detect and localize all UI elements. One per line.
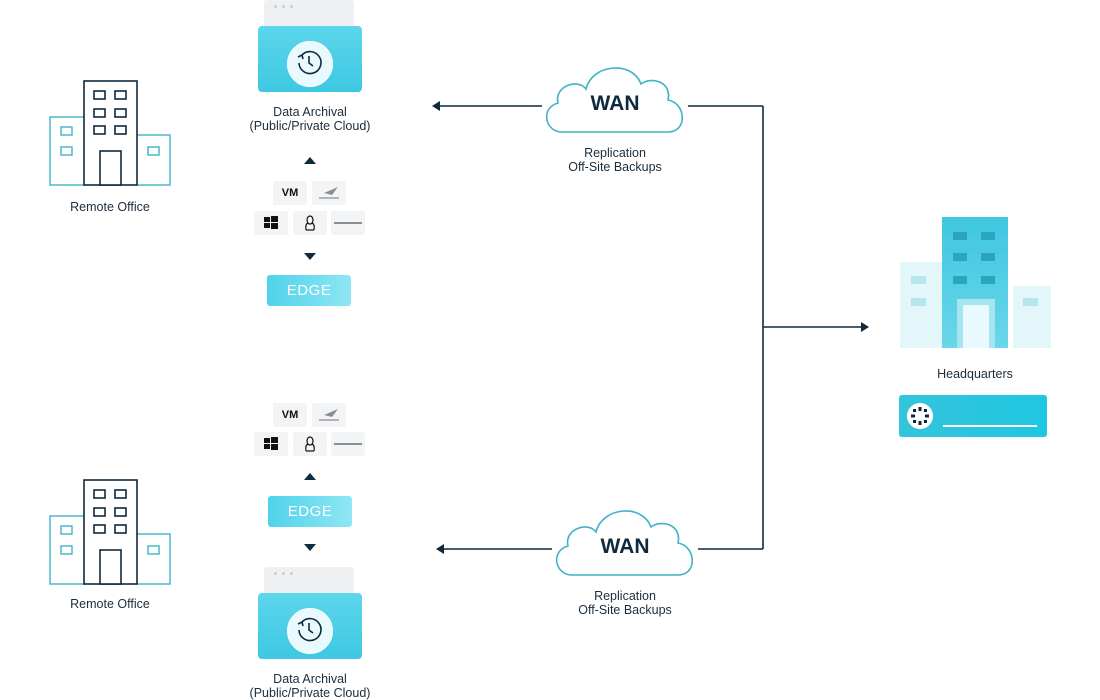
data-archival-label-top: Data Archival(Public/Private Cloud)	[249, 105, 371, 133]
vm-tile: VM	[273, 181, 307, 205]
edge-appliance-bottom: EDGE	[268, 496, 352, 527]
data-archival-icon	[258, 0, 362, 95]
edge-appliance-top: EDGE	[267, 275, 351, 306]
windows-icon	[254, 432, 288, 456]
history-clock-icon	[297, 50, 322, 75]
remote-office-label-bottom: Remote Office	[70, 597, 150, 611]
headquarters-label: Headquarters	[937, 367, 1013, 381]
remote-office-building-icon	[49, 479, 171, 585]
windows-icon	[254, 211, 288, 235]
arrow-left-top	[432, 101, 440, 111]
history-clock-icon	[297, 617, 322, 642]
remote-office-building-icon	[49, 80, 171, 186]
appliance-status-line	[943, 425, 1037, 427]
wan-cloud-icon	[546, 67, 683, 133]
wan-label-bottom: WAN	[600, 535, 650, 558]
hq-appliance-badge	[899, 395, 1047, 437]
sql-server-icon	[312, 181, 346, 205]
linux-icon	[293, 211, 327, 235]
arrow-down-bottom	[304, 544, 316, 551]
arrow-up-top	[304, 157, 316, 164]
arrow-up-bottom	[304, 473, 316, 480]
data-archival-icon	[258, 567, 362, 662]
headquarters-building-icon	[900, 217, 1051, 348]
remote-office-label-top: Remote Office	[70, 200, 150, 214]
wan-cloud-icon	[556, 510, 693, 576]
wan-label-top: WAN	[590, 92, 640, 115]
arrow-left-bottom	[436, 544, 444, 554]
appliance-logo-icon	[907, 403, 933, 429]
linux-icon	[293, 432, 327, 456]
storage-vendor-icon	[331, 432, 365, 456]
storage-vendor-icon	[331, 211, 365, 235]
arrow-down-top	[304, 253, 316, 260]
data-archival-label-bottom: Data Archival(Public/Private Cloud)	[249, 672, 371, 700]
arrow-right-hq	[861, 322, 869, 332]
vm-tile: VM	[273, 403, 307, 427]
sql-server-icon	[312, 403, 346, 427]
